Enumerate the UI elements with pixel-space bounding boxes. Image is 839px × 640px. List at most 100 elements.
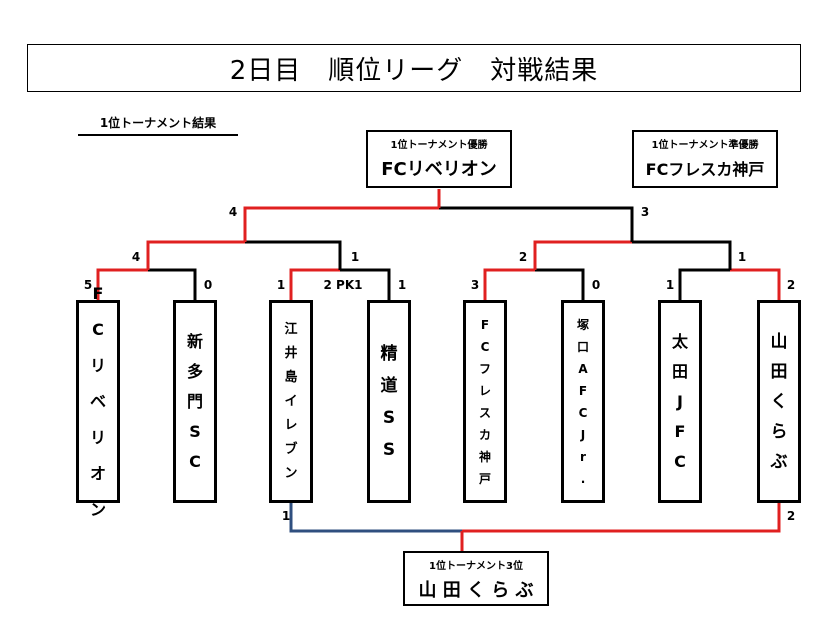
third-place-caption: 1位トーナメント3位 bbox=[429, 561, 523, 572]
team-box-yamada-club: 山田くらぶ bbox=[757, 300, 801, 503]
team-name-char: S bbox=[382, 407, 396, 428]
team-name-char: ぶ bbox=[770, 451, 788, 472]
team-box-einoshima-eleven: 江井島イレブン bbox=[269, 300, 313, 503]
team-name-char: 江 bbox=[284, 321, 298, 337]
third-place-name: 山 田 く ら ぶ bbox=[418, 580, 534, 601]
team-name-char: リ bbox=[89, 427, 106, 447]
runner-up-box: 1位トーナメント準優勝 FCフレスカ神戸 bbox=[632, 130, 778, 188]
score-tsukaguchi-afc-jr: 0 bbox=[591, 278, 601, 292]
team-name-char: F bbox=[92, 283, 104, 303]
score-einoshima-eleven: 1 bbox=[276, 278, 286, 292]
r1-m1-loser-line bbox=[148, 268, 197, 300]
team-name-char: r bbox=[580, 449, 586, 464]
team-name-char: C bbox=[189, 451, 201, 471]
team-name-char: ベ bbox=[89, 391, 106, 411]
r2-m2-loser-line bbox=[632, 240, 732, 270]
team-name-char: ン bbox=[89, 499, 106, 519]
champion-caption: 1位トーナメント優勝 bbox=[390, 140, 488, 151]
team-name-char: C bbox=[674, 451, 686, 471]
team-name-char: F bbox=[578, 383, 588, 398]
team-name-char: C bbox=[92, 319, 104, 339]
team-name-char: 新 bbox=[186, 331, 203, 351]
team-name-char: フ bbox=[478, 361, 491, 376]
score-third-place-right: 2 bbox=[786, 509, 796, 523]
score-semifinal-1-left: 4 bbox=[131, 250, 141, 264]
team-name-char: レ bbox=[284, 417, 298, 433]
team-name-char: C bbox=[578, 405, 588, 420]
score-semifinal-2-left: 2 bbox=[518, 250, 528, 264]
r1-m2-winner-line bbox=[289, 268, 340, 300]
team-name-char: . bbox=[580, 471, 586, 486]
team-name-char: 井 bbox=[284, 345, 298, 361]
team-name-char: 田 bbox=[770, 361, 788, 382]
team-name-char: C bbox=[480, 339, 490, 354]
team-name-char: 神 bbox=[478, 449, 491, 464]
team-name-char: 多 bbox=[186, 361, 203, 381]
score-semifinal-1-right: 1 bbox=[350, 250, 360, 264]
page-title: 2日目 順位リーグ 対戦結果 bbox=[27, 44, 801, 92]
third-place-winner-line bbox=[462, 503, 781, 533]
champion-box: 1位トーナメント優勝 FCリベリオン bbox=[366, 130, 512, 188]
final-winner-line bbox=[243, 206, 439, 242]
team-name-char: J bbox=[580, 427, 586, 442]
team-name-char: ブ bbox=[284, 441, 298, 457]
r1-m4-loser-line bbox=[678, 268, 730, 300]
section-label: 1位トーナメント結果 bbox=[78, 114, 238, 136]
team-name-char: オ bbox=[89, 463, 106, 483]
score-semifinal-2-right: 1 bbox=[737, 250, 747, 264]
r1-m1-winner-line bbox=[96, 268, 148, 300]
team-name-char: レ bbox=[478, 383, 491, 398]
r1-m3-winner-line bbox=[483, 268, 535, 300]
team-name-char: 口 bbox=[576, 339, 589, 354]
score-seido-ss: 1 bbox=[397, 278, 407, 292]
final-loser-line bbox=[439, 206, 634, 242]
team-name-char: F bbox=[674, 421, 686, 441]
team-name-char: く bbox=[770, 391, 788, 412]
r1-m2-loser-line bbox=[340, 268, 391, 300]
r1-m4-winner-line bbox=[730, 268, 781, 300]
r2-m1-loser-line bbox=[245, 240, 342, 270]
team-name-char: J bbox=[677, 391, 683, 411]
score-shintamon-sc: 0 bbox=[203, 278, 213, 292]
team-name-char: 精 bbox=[380, 343, 398, 364]
team-name-char: イ bbox=[284, 393, 298, 409]
team-name-char: 山 bbox=[770, 331, 788, 352]
pk-label: 2 PK1 bbox=[323, 278, 363, 292]
score-ota-jfc: 1 bbox=[665, 278, 675, 292]
team-name-char: A bbox=[578, 361, 588, 376]
runner-up-caption: 1位トーナメント準優勝 bbox=[651, 140, 759, 151]
team-name-char: S bbox=[382, 439, 396, 460]
champion-name: FCリベリオン bbox=[381, 159, 497, 180]
team-name-char: ン bbox=[284, 465, 298, 481]
score-yamada-club: 2 bbox=[786, 278, 796, 292]
team-name-char: 門 bbox=[186, 391, 203, 411]
r2-m2-winner-line bbox=[533, 240, 632, 270]
team-name-char: 道 bbox=[380, 375, 398, 396]
runner-up-name: FCフレスカ神戸 bbox=[645, 160, 765, 179]
r1-m3-loser-line bbox=[535, 268, 585, 300]
team-name-char: カ bbox=[478, 427, 491, 442]
team-name-char: 島 bbox=[284, 369, 298, 385]
score-fc-rebellion: 5 bbox=[83, 278, 93, 292]
team-name-char: 塚 bbox=[576, 317, 589, 332]
third-place-loser-line bbox=[289, 503, 462, 533]
score-final-left: 4 bbox=[228, 205, 238, 219]
r2-m1-winner-line bbox=[146, 240, 245, 270]
team-name-char: 戸 bbox=[478, 471, 491, 486]
team-name-char: ら bbox=[770, 421, 788, 442]
team-name-char: S bbox=[189, 421, 201, 441]
team-name-char: 太 bbox=[671, 331, 688, 351]
score-fc-fresca-kobe: 3 bbox=[470, 278, 480, 292]
score-third-place-left: 1 bbox=[281, 509, 291, 523]
score-final-right: 3 bbox=[640, 205, 650, 219]
team-name-char: 田 bbox=[671, 361, 688, 381]
team-name-char: リ bbox=[89, 355, 106, 375]
third-place-box: 1位トーナメント3位 山 田 く ら ぶ bbox=[403, 551, 549, 606]
